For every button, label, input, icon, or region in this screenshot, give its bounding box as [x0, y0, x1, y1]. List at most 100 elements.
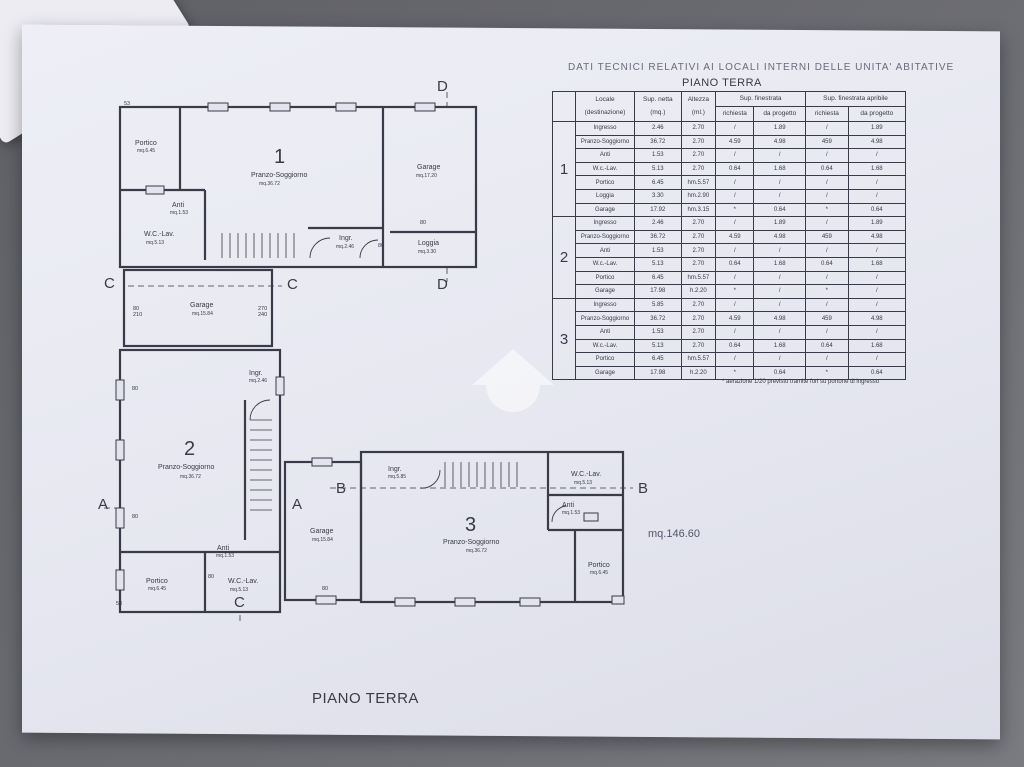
unit1-garage-area: mq.17.20 — [416, 173, 437, 179]
table-cell: / — [805, 121, 849, 136]
table-title: DATI TECNICI RELATIVI AI LOCALI INTERNI … — [568, 62, 955, 73]
section-mark-b-right: B — [638, 480, 649, 497]
table-cell: Portico — [575, 175, 635, 190]
table-cell: 4.98 — [753, 311, 807, 326]
table-cell: W.c.-Lav. — [575, 256, 635, 272]
unit2-pranzo-area: mq.36.72 — [180, 474, 201, 480]
unit1-number: 1 — [274, 146, 286, 168]
table-cell: * — [715, 365, 755, 381]
table-cell: / — [847, 352, 907, 367]
section-lines — [104, 92, 633, 625]
table-cell: 2.70 — [680, 134, 717, 150]
table-cell: / — [805, 188, 849, 204]
table-cell: 6.45 — [634, 352, 682, 367]
table-cell: hm.3.15 — [680, 202, 717, 218]
unit3-portico-label: Portico — [588, 562, 610, 569]
unit1-wc-area: mq.5.13 — [146, 240, 165, 246]
unit3-wc-label: W.C.-Lav. — [571, 471, 602, 478]
unit1-pranzo-area: mq.36.72 — [259, 181, 280, 187]
table-cell: W.c.-Lav. — [575, 338, 635, 354]
table-cell: / — [715, 352, 755, 367]
table-cell: 1.89 — [847, 121, 907, 136]
unit3-anti-label: Anti — [562, 502, 575, 509]
table-footnote: * aerazione 1/20 previsto tramite fori s… — [722, 379, 880, 385]
table-cell: 1.68 — [753, 256, 807, 272]
table-cell: Pranzo-Soggiorno — [575, 134, 635, 150]
table-cell: 4.98 — [753, 229, 807, 245]
table-cell: 2.70 — [680, 121, 717, 136]
unit1-garage-label: Garage — [417, 164, 441, 171]
table-cell: 1.89 — [753, 121, 807, 136]
svg-text:80: 80 — [132, 386, 138, 392]
unit-number-cell: 2 — [552, 216, 576, 299]
table-cell: / — [805, 352, 849, 367]
table-cell: 459 — [805, 311, 849, 326]
table-cell: 2.70 — [680, 229, 717, 245]
table-cell: Pranzo-Soggiorno — [575, 229, 635, 245]
unit1-anti-area: mq.1.53 — [170, 210, 189, 216]
table-cell: 0.64 — [753, 365, 807, 381]
table-cell: / — [805, 270, 849, 286]
table-cell: / — [753, 270, 807, 286]
table-cell: / — [753, 324, 807, 340]
unit2-outline — [118, 348, 282, 614]
table-cell: / — [753, 297, 807, 313]
table-cell: hm.5.57 — [680, 270, 717, 286]
table-cell: h.2.20 — [680, 365, 717, 381]
table-cell: Ingresso — [575, 216, 635, 231]
table-cell: Ingresso — [575, 297, 635, 313]
table-subtitle: PIANO TERRA — [682, 77, 762, 89]
header-sup-netta: Sup. netta — [642, 95, 673, 103]
table-header-unit — [552, 91, 576, 122]
header-altezza-unit: (ml.) — [691, 108, 705, 116]
section-mark-a-left: A — [98, 496, 109, 513]
table-cell: * — [715, 202, 755, 218]
unit3-anti-area: mq.1.53 — [562, 510, 581, 516]
table-cell: h.2.20 — [680, 284, 717, 299]
table-cell: 1.68 — [753, 161, 807, 177]
table-cell: / — [847, 175, 907, 190]
table-cell: Anti — [575, 324, 635, 340]
svg-text:53: 53 — [116, 601, 122, 607]
table-cell: / — [715, 324, 755, 340]
table-cell: 4.98 — [847, 311, 907, 326]
table-cell: Portico — [575, 352, 635, 367]
table-cell: 0.64 — [805, 338, 849, 354]
table-cell: 0.64 — [847, 202, 907, 218]
table-cell: W.c.-Lav. — [575, 161, 635, 177]
table-cell: / — [753, 188, 807, 204]
table-cell: 1.53 — [634, 148, 682, 163]
table-cell: Garage — [575, 202, 635, 218]
table-cell: Anti — [575, 243, 635, 258]
svg-text:80: 80 — [208, 574, 214, 580]
table-cell: / — [847, 188, 907, 204]
table-cell: 2.70 — [680, 311, 717, 326]
table-cell: hm.5.57 — [680, 175, 717, 190]
table-cell: 1.68 — [753, 338, 807, 354]
windows — [115, 102, 625, 607]
table-cell: 4.59 — [715, 229, 755, 245]
table-cell: 2.70 — [680, 243, 717, 258]
table-cell: 1.68 — [847, 256, 907, 272]
svg-text:80: 80 — [132, 514, 138, 520]
header-altezza: Altezza — [687, 95, 710, 103]
svg-text:80: 80 — [378, 243, 384, 249]
table-cell: / — [847, 297, 907, 313]
unit3-pranzo-area: mq.36.72 — [466, 548, 487, 554]
table-cell: / — [715, 148, 755, 163]
table-cell: / — [805, 148, 849, 163]
table-cell: 6.45 — [634, 175, 682, 190]
table-cell: hm.5.57 — [680, 352, 717, 367]
table-cell: / — [715, 188, 755, 204]
unit1-anti-label: Anti — [172, 202, 185, 209]
table-cell: / — [805, 243, 849, 258]
table-cell: * — [715, 284, 755, 299]
table-cell: / — [715, 270, 755, 286]
table-cell: 0.64 — [847, 365, 907, 381]
